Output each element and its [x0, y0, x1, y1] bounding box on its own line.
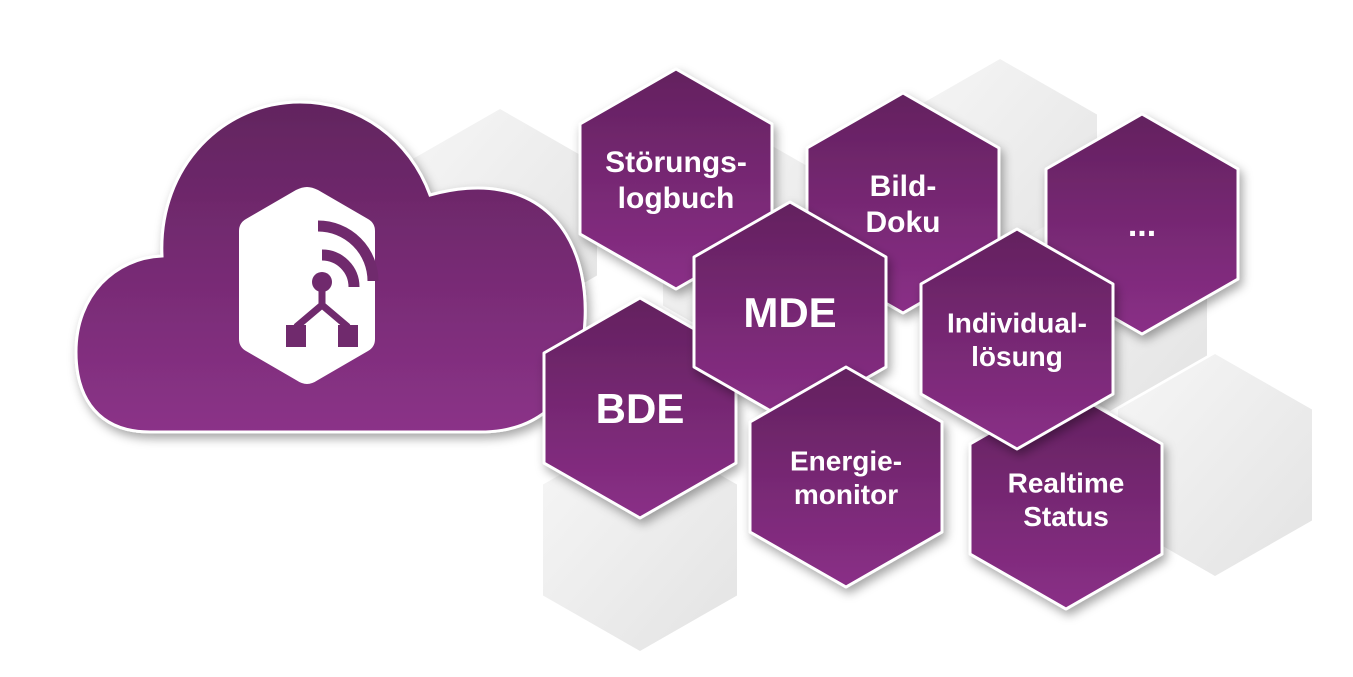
module-label: MDE [743, 289, 836, 336]
hexagon-shape [748, 365, 944, 589]
module-label: Doku [866, 206, 941, 239]
hexagon-shape [578, 67, 774, 291]
module-label: monitor [794, 479, 898, 510]
module-label: Energie- [790, 445, 902, 476]
module-label: ... [1128, 206, 1156, 244]
module-hexagon-energiemonitor: Energie-monitor [748, 365, 944, 589]
module-label: logbuch [618, 182, 735, 215]
hexagon-shape [919, 227, 1115, 451]
module-hexagon-individualloesung: Individual-lösung [919, 227, 1115, 451]
module-label: Status [1023, 501, 1109, 532]
module-label: Realtime [1008, 467, 1125, 498]
module-hexagon-mde: MDE [692, 200, 888, 424]
module-label: lösung [971, 341, 1063, 372]
module-hexagon-stoerungslogbuch: Störungs-logbuch [578, 67, 774, 291]
cloud [74, 100, 587, 434]
module-label: Individual- [947, 307, 1087, 338]
network-signal-icon [239, 187, 379, 384]
module-label: Störungs- [605, 146, 747, 179]
background-hexagon [1118, 354, 1312, 576]
module-label: BDE [596, 385, 685, 432]
module-label: Bild- [870, 170, 937, 203]
